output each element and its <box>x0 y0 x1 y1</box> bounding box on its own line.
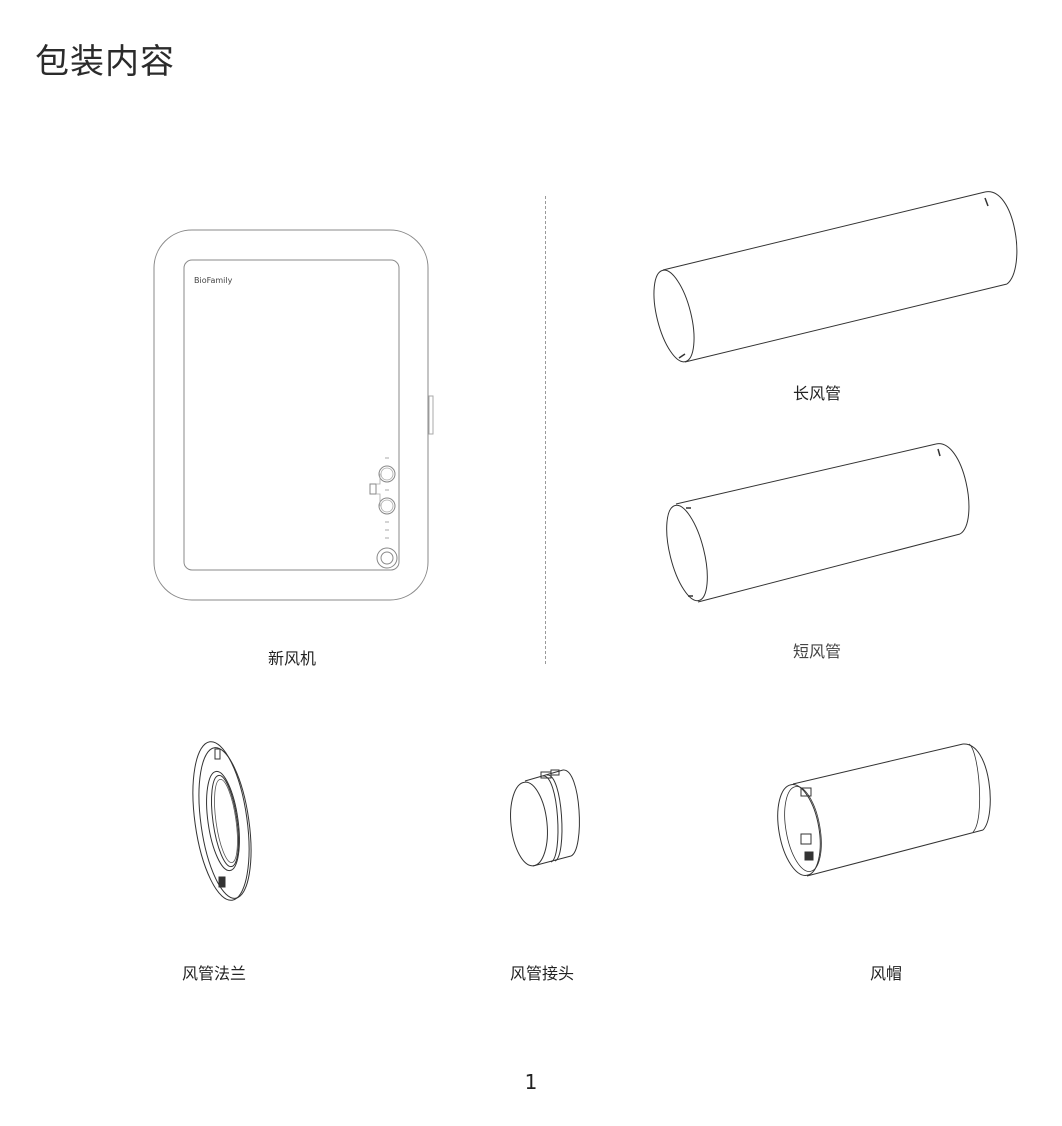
long-duct-illustration <box>645 186 1030 371</box>
duct-flange-label: 风管法兰 <box>181 964 246 983</box>
wind-cap-illustration <box>775 740 1000 880</box>
section-divider <box>545 196 546 664</box>
duct-connector-illustration <box>505 762 585 872</box>
fresh-air-unit-illustration: BioFamily <box>150 226 435 604</box>
long-duct-label: 长风管 <box>792 384 841 403</box>
brand-logo: BioFamily <box>194 276 233 285</box>
duct-flange-illustration <box>185 737 265 907</box>
short-duct-label: 短风管 <box>792 642 841 661</box>
page-number: 1 <box>524 1070 538 1094</box>
short-duct-illustration <box>658 438 978 608</box>
page-title: 包装内容 <box>35 42 175 82</box>
fresh-air-unit-label: 新风机 <box>267 649 316 668</box>
wind-cap-label: 风帽 <box>869 964 902 983</box>
duct-connector-label: 风管接头 <box>509 964 574 983</box>
